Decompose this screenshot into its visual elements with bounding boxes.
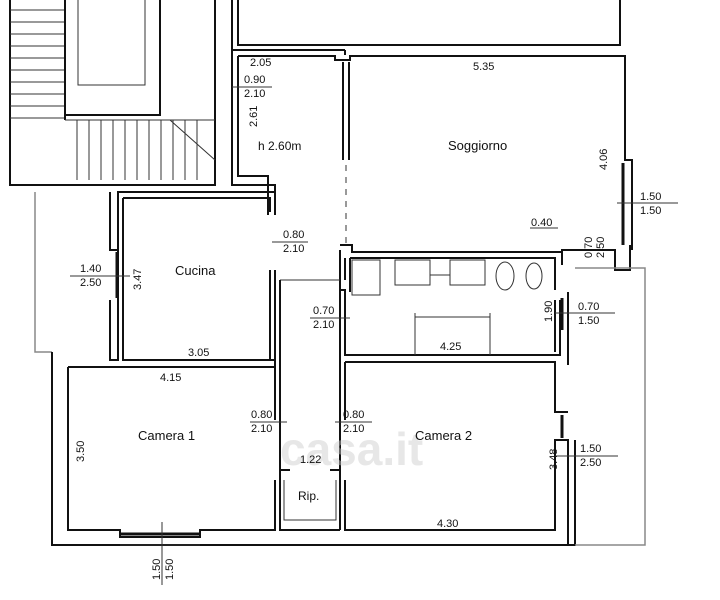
dim: 0.90 xyxy=(244,74,265,86)
dim: 2.50 xyxy=(80,277,101,289)
room-camera-2: Camera 2 xyxy=(415,428,472,443)
dim: 1.50 xyxy=(640,191,661,203)
dim: 4.30 xyxy=(437,518,458,530)
dim: 2.10 xyxy=(313,319,334,331)
dim: 5.35 xyxy=(473,61,494,73)
dim: 1.40 xyxy=(80,263,101,275)
dim: 2.10 xyxy=(283,243,304,255)
dim: 0.70 xyxy=(313,305,334,317)
dim: 3.47 xyxy=(132,269,144,290)
dim: 2.50 xyxy=(580,457,601,469)
dim: 2.61 xyxy=(248,106,260,127)
ceiling-height: h 2.60m xyxy=(258,139,301,153)
room-camera-1: Camera 1 xyxy=(138,428,195,443)
dim: 2.10 xyxy=(244,88,265,100)
dim: 4.25 xyxy=(440,341,461,353)
dim: 1.50 xyxy=(640,205,661,217)
dim: 3.05 xyxy=(188,347,209,359)
dim: 1.50 xyxy=(578,315,599,327)
staircase xyxy=(9,0,216,186)
dimensions: 2.05 0.90 2.10 2.61 5.35 4.06 1.50 1.50 … xyxy=(70,57,678,585)
room-cucina: Cucina xyxy=(175,263,216,278)
dim: 1.90 xyxy=(543,301,555,322)
dim: 3.50 xyxy=(75,441,87,462)
room-soggiorno: Soggiorno xyxy=(448,138,507,153)
dim: 4.15 xyxy=(160,372,181,384)
dim: 1.50 xyxy=(164,559,176,580)
dim: 3.48 xyxy=(548,449,560,470)
dim: 0.70 xyxy=(578,301,599,313)
dim: 0.80 xyxy=(343,409,364,421)
dim: 1.50 xyxy=(151,559,163,580)
dim: 0.70 xyxy=(583,237,595,258)
walls xyxy=(34,50,646,546)
room-ripostiglio: Rip. xyxy=(298,489,319,503)
dim: 0.80 xyxy=(251,409,272,421)
dim: 2.10 xyxy=(251,423,272,435)
dim: 2.05 xyxy=(250,57,271,69)
watermark: casa.it xyxy=(280,423,423,475)
upper-unit-wall xyxy=(231,0,621,55)
dim: 1.22 xyxy=(300,454,321,466)
dim: 2.50 xyxy=(595,237,607,258)
dim: 0.80 xyxy=(283,229,304,241)
dim: 2.10 xyxy=(343,423,364,435)
dim: 1.50 xyxy=(580,443,601,455)
dim: 0.40 xyxy=(531,217,552,229)
dim: 4.06 xyxy=(598,149,610,170)
